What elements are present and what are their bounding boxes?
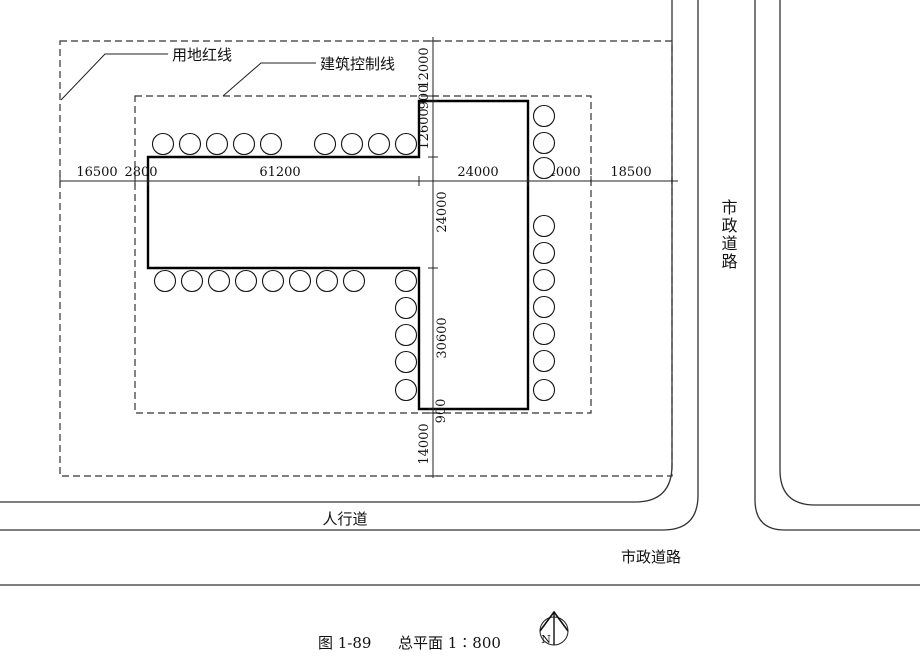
- leader-site-red-line: [60, 53, 168, 101]
- building-outline: [146, 99, 530, 411]
- road-edge-right-a: [754, 0, 920, 531]
- tree-rows: [151, 104, 556, 402]
- road-edge-right-b: [779, 0, 920, 506]
- tree-icon: [232, 132, 256, 156]
- site-red-line: [59, 40, 673, 477]
- building-control-line-label: 建筑控制线: [320, 55, 395, 73]
- site-red-line-label: 用地红线: [172, 46, 232, 64]
- caption-title: 总平面 1∶800: [398, 634, 501, 652]
- roads: [0, 0, 920, 586]
- tree-icon: [532, 349, 556, 373]
- tree-icon: [288, 269, 312, 293]
- tree-icon: [342, 269, 366, 293]
- north-arrow-icon: N: [539, 610, 569, 646]
- dim-v-12600: 12600: [417, 108, 432, 149]
- dim-v-30600: 30600: [435, 317, 450, 358]
- tree-icon: [313, 132, 337, 156]
- tree-icon: [261, 269, 285, 293]
- sidewalk-edge: [0, 0, 699, 531]
- tree-icon: [532, 378, 556, 402]
- tree-icon: [180, 269, 204, 293]
- dim-v-14000: 14000: [417, 423, 432, 464]
- dim-h-16500: 16500: [76, 165, 117, 180]
- sidewalk-label: 人行道: [322, 510, 367, 528]
- tree-icon: [367, 132, 391, 156]
- tree-icon: [532, 214, 556, 238]
- tree-icon: [259, 132, 283, 156]
- dim-h-18500: 18500: [610, 165, 651, 180]
- north-label: N: [541, 633, 551, 646]
- tree-icon: [178, 132, 202, 156]
- tree-icon: [532, 156, 556, 180]
- road-edge-left: [0, 0, 673, 503]
- tree-icon: [532, 322, 556, 346]
- tree-icon: [394, 269, 418, 293]
- tree-icon: [532, 241, 556, 265]
- dim-h-2800: 2800: [124, 165, 157, 180]
- tree-icon: [394, 323, 418, 347]
- tree-icon: [394, 378, 418, 402]
- dim-v-900-bottom: 900: [434, 399, 449, 424]
- tree-icon: [394, 350, 418, 374]
- municipal-road-bottom-label: 市政道路: [621, 548, 681, 566]
- tree-icon: [394, 132, 418, 156]
- caption-figure-number: 图 1-89: [318, 634, 371, 652]
- tree-icon: [207, 269, 231, 293]
- dim-h-61200: 61200: [259, 165, 300, 180]
- building-control-line: [134, 95, 592, 414]
- tree-icon: [532, 268, 556, 292]
- leader-control-line: [222, 62, 316, 97]
- dim-v-12000: 12000: [417, 47, 432, 88]
- dim-v-24000: 24000: [435, 191, 450, 232]
- dim-v-900-top: 900: [417, 85, 432, 110]
- tree-icon: [532, 131, 556, 155]
- tree-icon: [340, 132, 364, 156]
- tree-icon: [151, 132, 175, 156]
- tree-icon: [532, 104, 556, 128]
- municipal-road-vertical-label: 市政道路: [719, 199, 738, 271]
- tree-icon: [205, 132, 229, 156]
- tree-icon: [394, 296, 418, 320]
- dim-h-24000: 24000: [457, 165, 498, 180]
- tree-icon: [234, 269, 258, 293]
- tree-icon: [153, 269, 177, 293]
- tree-icon: [315, 269, 339, 293]
- tree-icon: [532, 295, 556, 319]
- dimension-lines: [59, 37, 678, 478]
